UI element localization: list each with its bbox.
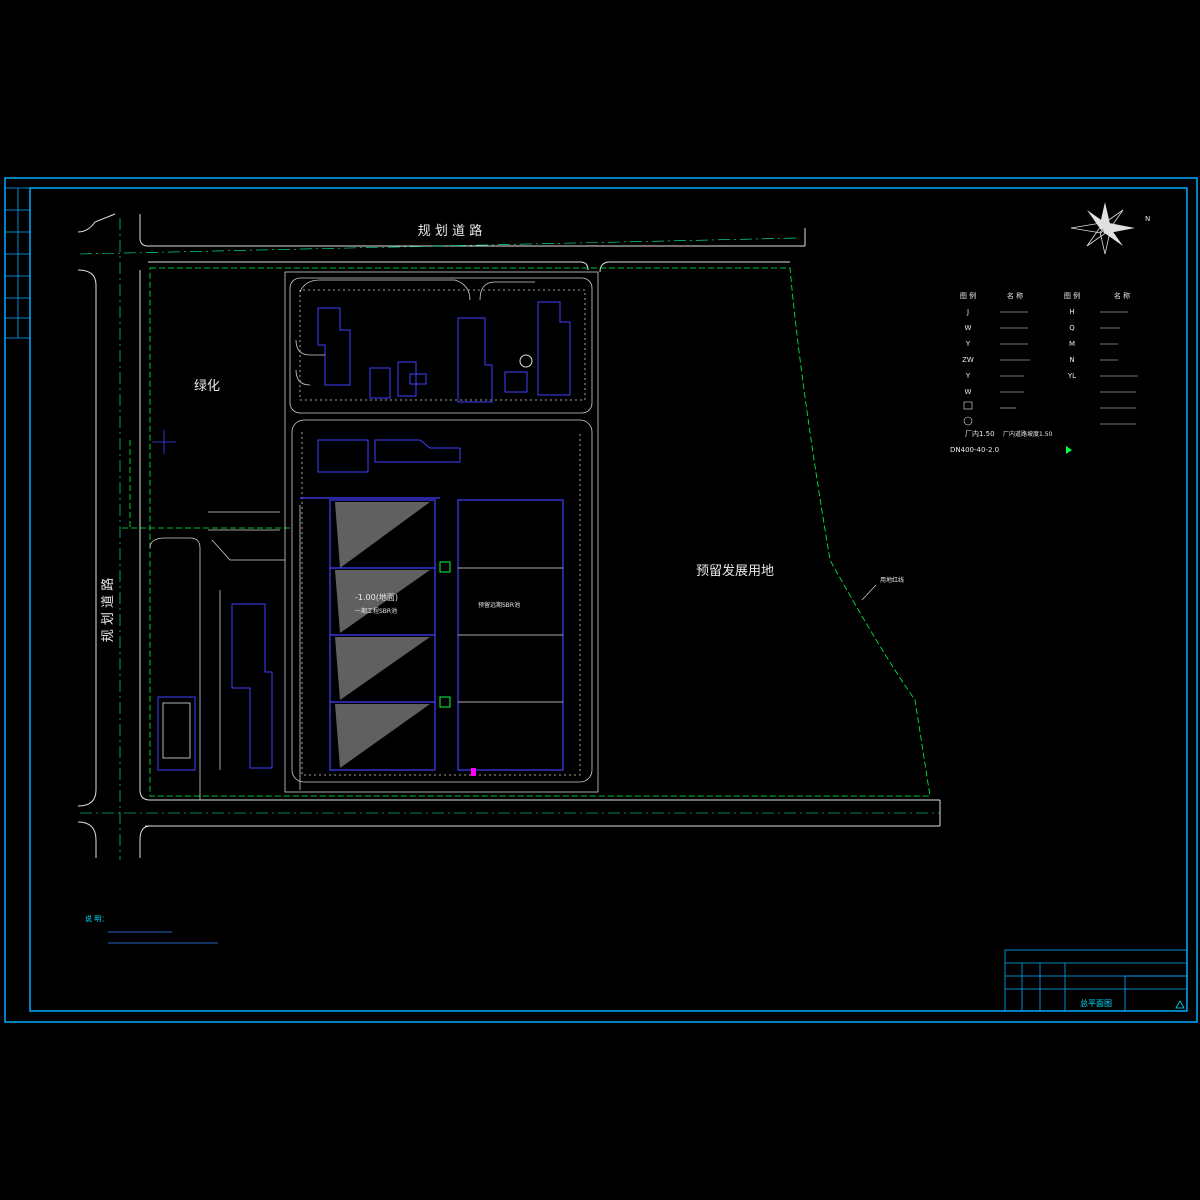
greening-label: 绿化 <box>194 379 220 394</box>
legend-header-2: 名 称 <box>1007 291 1023 300</box>
legend-symbol: N <box>1069 356 1074 364</box>
legend-symbol: M <box>1069 340 1075 348</box>
site-boundary <box>122 267 931 797</box>
valve-well-1 <box>439 561 451 573</box>
west-roads <box>149 505 301 800</box>
legend-icon-well <box>963 416 973 426</box>
road-top-centerline <box>79 237 801 255</box>
drawing-title: 总平面图 <box>1080 998 1112 1008</box>
legend-extra-3: DN400-40-2.0 <box>950 446 999 454</box>
sbr-phase2-label: 预留远期SBR池 <box>478 601 520 609</box>
pump-house <box>317 439 461 473</box>
legend-symbol: Q <box>1069 324 1075 332</box>
legend-symbol: H <box>1069 308 1074 316</box>
road-top-label: 规 划 道 路 <box>418 223 482 239</box>
title-block <box>1004 949 1188 1012</box>
boundary-label: 用地红线 <box>880 576 904 584</box>
sbr-hatch <box>335 502 430 768</box>
outlet-marker <box>471 768 476 776</box>
legend-symbol: YL <box>1067 372 1076 380</box>
notes-heading: 说 明： <box>85 914 108 923</box>
legend-extra-2: 厂内道路坡度1.50 <box>1003 430 1053 438</box>
tree-symbol <box>152 430 176 454</box>
valve-well-2 <box>439 696 451 708</box>
top-road-loops <box>295 279 535 386</box>
sbr-level-label: -1.00(地面) <box>355 592 398 602</box>
legend-header-3: 图 例 <box>1064 291 1080 300</box>
legend-symbol: ZW <box>962 356 974 364</box>
reserved-land-label: 预留发展用地 <box>696 563 774 579</box>
sbr-tanks-phase1 <box>300 497 440 771</box>
road-left-label: 规 划 道 路 <box>100 578 116 642</box>
boundary-leader <box>861 584 877 601</box>
legend-symbol: Y <box>965 340 971 348</box>
legend-header-4: 名 称 <box>1114 291 1130 300</box>
notes-lines <box>108 931 218 944</box>
road-top <box>77 213 806 273</box>
plant-fence <box>284 271 599 793</box>
legend-icon-square <box>963 401 973 410</box>
legend: 图 例 名 称 图 例 名 称 J H W Q Y M ZW N Y YL W <box>960 291 1130 396</box>
admin-buildings <box>317 301 571 403</box>
sports-court <box>162 702 191 759</box>
legend-name-placeholders <box>1000 311 1138 425</box>
sbr-phase1-label: 一期工程SBR池 <box>355 607 397 615</box>
north-label: N <box>1145 215 1150 223</box>
road-left <box>77 269 941 858</box>
sbr-tanks-phase2 <box>457 499 564 771</box>
legend-extra-1: 厂内1.50 <box>965 429 995 438</box>
outer-frame <box>4 177 1198 1023</box>
revision-triangle-icon <box>1175 1000 1185 1009</box>
north-arrow-icon <box>1070 202 1135 255</box>
legend-symbol: J <box>966 308 969 316</box>
legend-outlet-icon <box>1066 446 1072 454</box>
internal-roads <box>299 289 586 776</box>
legend-header-1: 图 例 <box>960 291 976 300</box>
legend-symbol: W <box>965 388 972 396</box>
chlorination-tank <box>519 354 533 368</box>
legend-symbol: Y <box>965 372 971 380</box>
binding-strip <box>5 187 30 339</box>
west-facilities <box>157 603 273 771</box>
inner-frame <box>29 187 1188 1012</box>
legend-symbol: W <box>965 324 972 332</box>
